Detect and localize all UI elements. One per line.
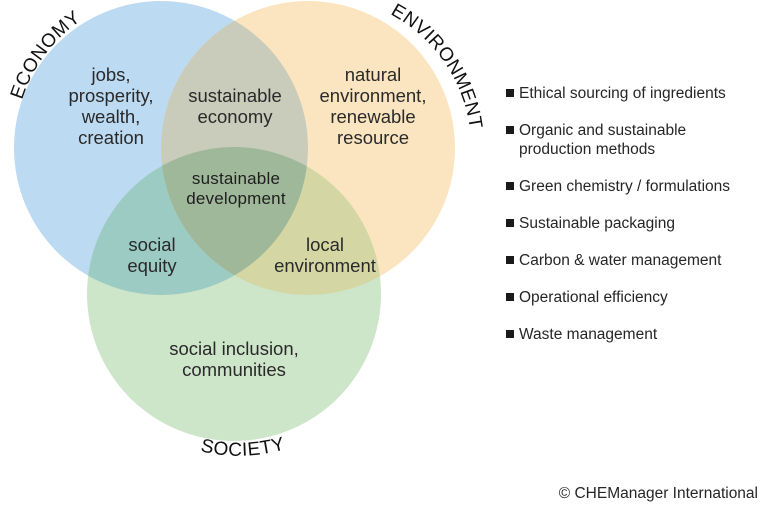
environment-region-label: natural environment, renewable resource [308, 64, 438, 148]
label-line: resource [337, 127, 409, 148]
label-line: sustainable [188, 85, 282, 106]
label-line: sustainable [191, 169, 281, 188]
list-item: Carbon & water management [505, 251, 760, 270]
label-line: equity [127, 255, 177, 276]
local-environment-label: local environment [262, 234, 388, 276]
square-bullet-icon [506, 293, 514, 301]
label-line: creation [78, 127, 144, 148]
society-region-label: social inclusion, communities [150, 338, 318, 380]
copyright-notice: © CHEManager International [558, 485, 758, 502]
list-item-text: Green chemistry / formulations [519, 178, 731, 195]
square-bullet-icon [506, 330, 514, 338]
list-item-text: Waste management [519, 326, 658, 343]
economy-region-label: jobs, prosperity, wealth, creation [50, 64, 172, 148]
label-line: communities [182, 359, 286, 380]
square-bullet-icon [506, 89, 514, 97]
sustainable-economy-label: sustainable economy [176, 85, 294, 127]
list-item-text: Organic and sustainable [519, 122, 687, 139]
label-line: renewable [330, 106, 416, 127]
list-item-text: production methods [519, 141, 656, 158]
label-line: prosperity, [68, 85, 154, 106]
list-item: Waste management [505, 325, 760, 344]
list-item: Sustainable packaging [505, 214, 760, 233]
sustainable-development-label: sustainable development [170, 169, 302, 209]
venn-diagram: ECONOMY ENVIRONMENT SOCIETY [7, 0, 486, 461]
square-bullet-icon [506, 219, 514, 227]
list-item-text: Operational efficiency [519, 289, 668, 306]
label-line: economy [197, 106, 273, 127]
sustainability-list: Ethical sourcing of ingredients Organic … [505, 84, 760, 362]
list-item: Ethical sourcing of ingredients [505, 84, 760, 103]
list-item: Green chemistry / formulations [505, 177, 760, 196]
label-line: wealth, [81, 106, 141, 127]
label-line: social inclusion, [169, 338, 299, 359]
list-item: Organic and sustainable production metho… [505, 121, 760, 159]
list-item-text: Sustainable packaging [519, 215, 675, 232]
label-line: development [186, 189, 286, 208]
list-item: Operational efficiency [505, 288, 760, 307]
list-item-text: Ethical sourcing of ingredients [519, 85, 726, 102]
square-bullet-icon [506, 256, 514, 264]
list-item-text: Carbon & water management [519, 252, 722, 269]
square-bullet-icon [506, 182, 514, 190]
label-line: local [305, 234, 345, 255]
label-line: natural [344, 64, 402, 85]
label-line: jobs, [91, 64, 131, 85]
label-line: environment [274, 255, 376, 276]
label-line: environment, [319, 85, 427, 106]
label-line: social [128, 234, 176, 255]
social-equity-label: social equity [108, 234, 196, 276]
square-bullet-icon [506, 126, 514, 134]
